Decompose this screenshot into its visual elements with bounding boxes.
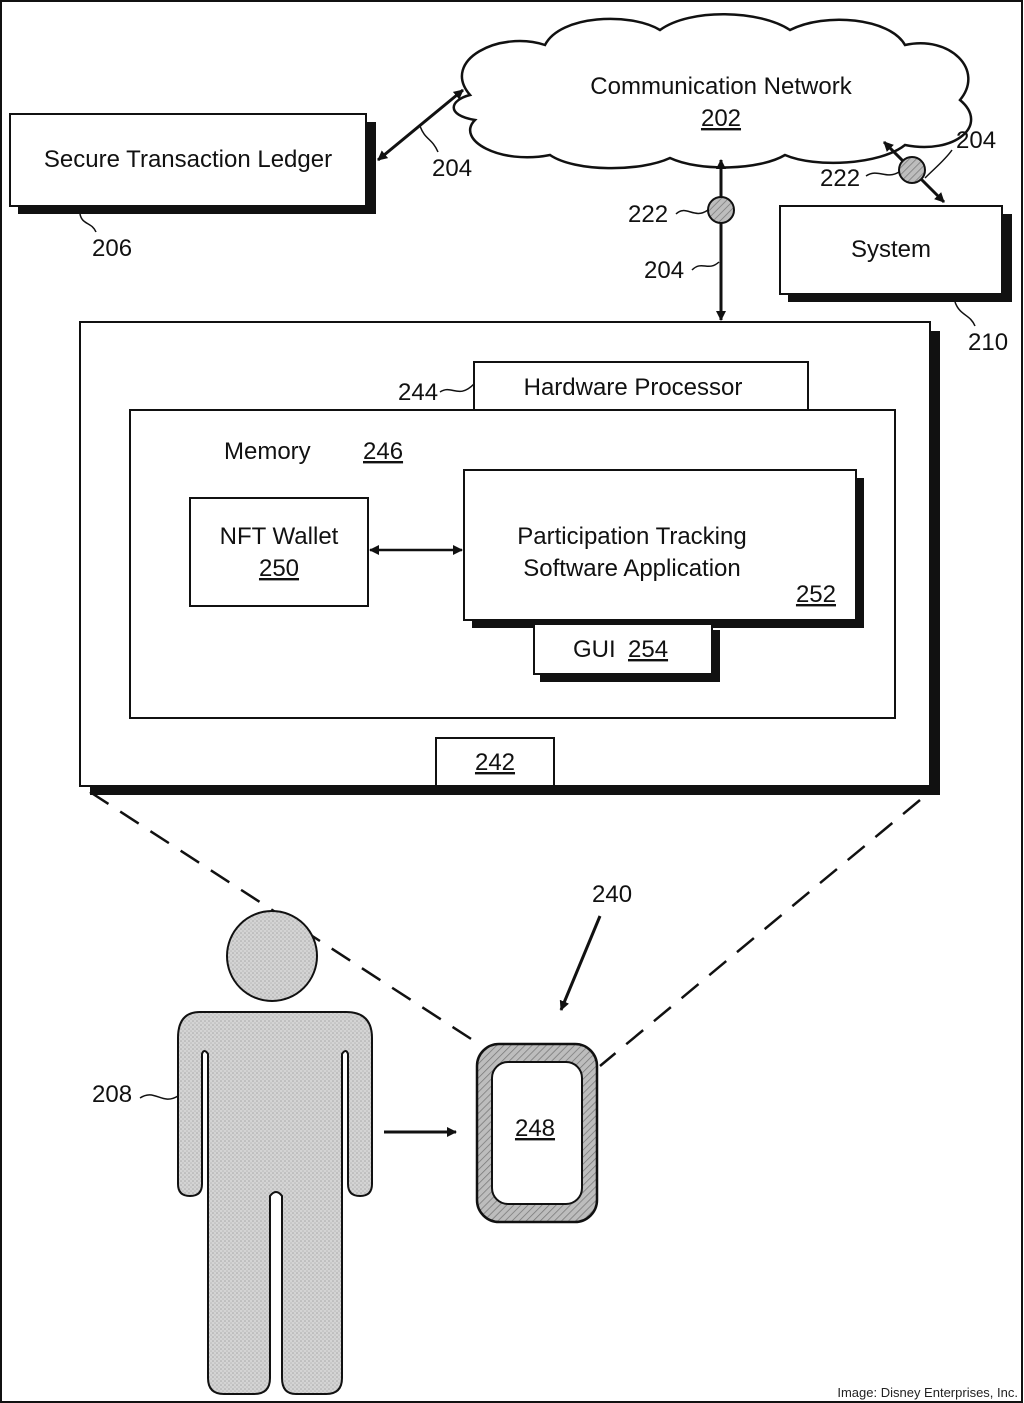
gui-label: GUI — [573, 636, 616, 663]
system-enc-ref: 222 — [820, 165, 860, 192]
transceiver-box: 242 — [436, 738, 554, 786]
wallet-label: NFT Wallet — [220, 523, 339, 550]
system-link-ref: 204 — [956, 127, 996, 154]
down-link-ref: 204 — [644, 257, 684, 284]
ledger-ref-leader — [80, 214, 96, 232]
device-encryption-node — [708, 197, 734, 223]
user-device-ref-arrow — [561, 916, 600, 1010]
ledger-network-link — [378, 90, 463, 160]
image-credit: Image: Disney Enterprises, Inc. — [837, 1385, 1018, 1400]
ledger-link-ref: 204 — [432, 155, 472, 182]
app-label-line2: Software Application — [523, 555, 740, 582]
user-figure — [178, 911, 372, 1394]
system-ref-leader — [955, 302, 975, 326]
down-enc-ref: 222 — [628, 201, 668, 228]
wallet-ref: 250 — [259, 555, 299, 582]
system-link-ref-leader — [925, 150, 952, 178]
participation-tracking-app-box: Participation Tracking Software Applicat… — [464, 470, 864, 628]
ledger-label: Secure Transaction Ledger — [44, 146, 332, 173]
user-head — [227, 911, 317, 1001]
memory-ref: 246 — [363, 438, 403, 465]
app-label-line1: Participation Tracking — [517, 523, 746, 550]
user-body — [178, 1012, 372, 1394]
network-ref: 202 — [701, 105, 741, 132]
memory-label: Memory — [224, 438, 311, 465]
app-ref: 252 — [796, 581, 836, 608]
user-ref-leader — [140, 1095, 178, 1099]
system-label: System — [851, 236, 931, 263]
hardware-processor-box: Hardware Processor — [474, 362, 808, 414]
device-screen-ref: 248 — [515, 1115, 555, 1142]
transceiver-ref: 242 — [475, 749, 515, 776]
nft-wallet-box: NFT Wallet 250 — [190, 498, 368, 606]
system-box: System — [780, 206, 1012, 302]
ledger-ref: 206 — [92, 235, 132, 262]
down-enc-ref-leader — [676, 210, 708, 214]
system-encryption-node — [899, 157, 925, 183]
communication-network-cloud: Communication Network 202 — [454, 14, 971, 168]
user-device: 248 — [477, 1044, 597, 1222]
gui-ref: 254 — [628, 636, 668, 663]
system-ref: 210 — [968, 329, 1008, 356]
system-enc-ref-leader — [866, 172, 899, 176]
ledger-link-ref-leader — [420, 126, 438, 152]
network-label: Communication Network — [590, 73, 852, 100]
projection-line-right — [600, 800, 920, 1066]
down-link-ref-leader — [692, 262, 719, 270]
user-device-ref: 240 — [592, 881, 632, 908]
processor-ref: 244 — [398, 379, 438, 406]
processor-label: Hardware Processor — [524, 374, 743, 401]
gui-box: GUI 254 — [534, 624, 720, 682]
user-ref: 208 — [92, 1081, 132, 1108]
secure-transaction-ledger-box: Secure Transaction Ledger — [10, 114, 376, 214]
